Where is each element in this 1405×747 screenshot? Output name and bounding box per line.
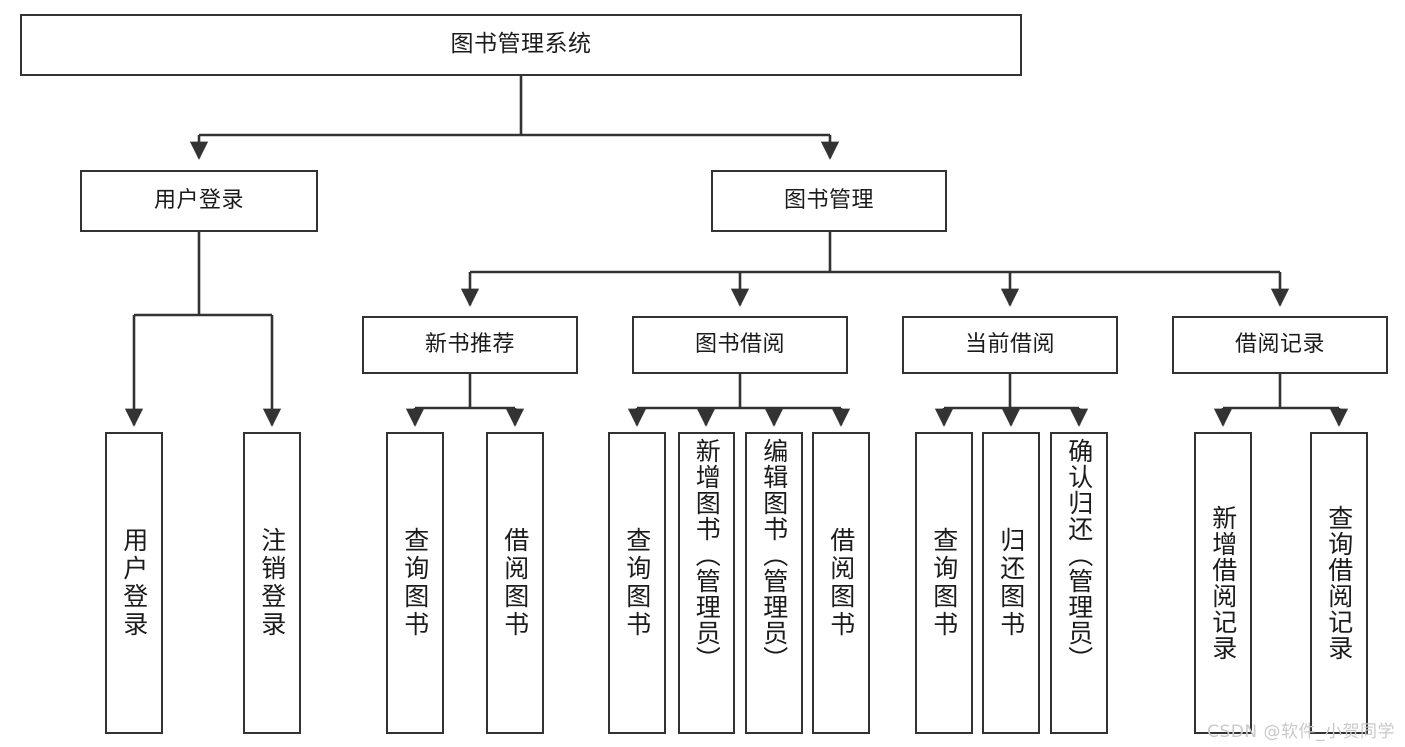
node-label: 借阅记录 <box>1234 332 1325 358</box>
node-label: 确认归还（管理员） <box>1064 438 1094 672</box>
node-leaf-add-borrow-record[interactable]: 新增借阅记录 <box>1194 432 1252 734</box>
node-leaf-add-book[interactable]: 新增图书（管理员） <box>678 432 735 734</box>
node-root-book-management-system[interactable]: 图书管理系统 <box>20 14 1022 76</box>
node-label: 新增借阅记录 <box>1208 505 1238 661</box>
node-borrow-record[interactable]: 借阅记录 <box>1172 316 1388 374</box>
node-label: 用户登录 <box>153 188 244 214</box>
node-label: 查询图书 <box>622 527 652 639</box>
node-leaf-logout[interactable]: 注销登录 <box>243 432 301 734</box>
node-label: 编辑图书（管理员） <box>759 438 789 672</box>
node-leaf-borrow-book-recommend[interactable]: 借阅图书 <box>486 432 544 734</box>
node-label: 查询图书 <box>400 527 430 639</box>
node-label: 新书推荐 <box>424 332 515 358</box>
node-leaf-query-book-borrow[interactable]: 查询图书 <box>608 432 666 734</box>
watermark-text: CSDN @软件_小贺同学 <box>1207 722 1395 742</box>
node-label: 当前借阅 <box>964 332 1055 358</box>
node-label: 借阅图书 <box>500 527 530 639</box>
node-label: 图书管理系统 <box>450 31 592 58</box>
node-label: 查询借阅记录 <box>1324 505 1354 661</box>
node-current-borrow[interactable]: 当前借阅 <box>902 316 1118 374</box>
node-label: 图书借阅 <box>694 332 785 358</box>
node-leaf-confirm-return[interactable]: 确认归还（管理员） <box>1050 432 1108 734</box>
node-label: 归还图书 <box>996 527 1026 639</box>
node-leaf-query-book-recommend[interactable]: 查询图书 <box>386 432 444 734</box>
node-leaf-return-book[interactable]: 归还图书 <box>982 432 1040 734</box>
node-leaf-borrow-book[interactable]: 借阅图书 <box>812 432 870 734</box>
node-leaf-user-login[interactable]: 用户登录 <box>105 432 163 734</box>
node-book-manage[interactable]: 图书管理 <box>711 170 947 232</box>
node-label: 查询图书 <box>929 527 959 639</box>
node-book-borrow[interactable]: 图书借阅 <box>632 316 848 374</box>
node-leaf-query-book-current[interactable]: 查询图书 <box>915 432 973 734</box>
node-label: 新增图书（管理员） <box>692 438 722 672</box>
node-label: 注销登录 <box>257 527 287 639</box>
node-label: 借阅图书 <box>826 527 856 639</box>
node-leaf-query-borrow-record[interactable]: 查询借阅记录 <box>1310 432 1368 734</box>
node-label: 图书管理 <box>783 188 874 214</box>
node-new-book-recommend[interactable]: 新书推荐 <box>362 316 578 374</box>
node-user-login[interactable]: 用户登录 <box>80 170 318 232</box>
node-leaf-edit-book[interactable]: 编辑图书（管理员） <box>745 432 803 734</box>
node-label: 用户登录 <box>119 527 149 639</box>
